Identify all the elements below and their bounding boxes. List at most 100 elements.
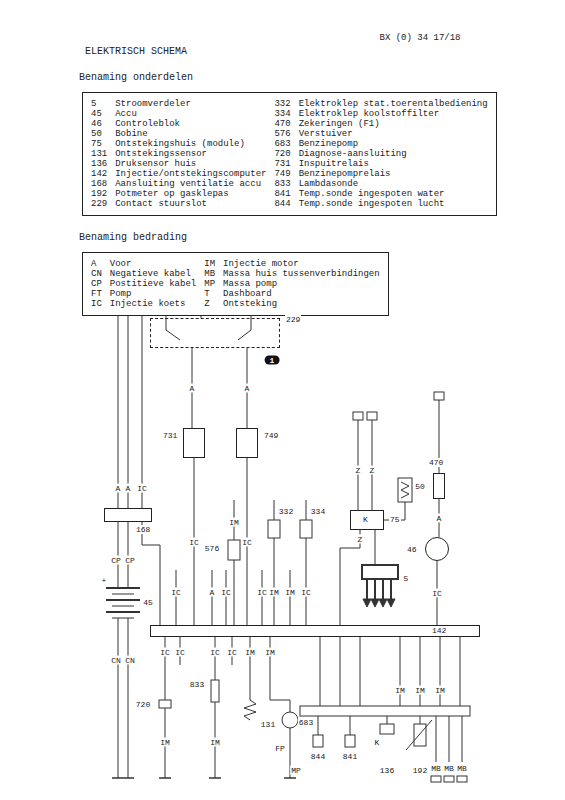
wire-label: IM (244, 648, 256, 657)
part-name: Druksensor huis (115, 159, 266, 169)
part-name: Potmeter op gasklepas (115, 189, 266, 199)
part-code: 576 (274, 129, 290, 139)
wire-label: Z (357, 535, 364, 544)
part-name: Ontstekingssensor (115, 149, 266, 159)
wire-label: MB (443, 764, 455, 773)
wire-label: IM (228, 518, 240, 527)
legend-table: Benaming onderdelen5Stroomverdeler332Ele… (82, 92, 497, 216)
wire-label: IC (256, 588, 268, 597)
callout-number: 46 (406, 545, 418, 554)
part-code: 334 (274, 109, 290, 119)
callout-number: K (362, 515, 369, 524)
fuse-box: 470 (433, 473, 445, 499)
callout-number: 75 (389, 515, 401, 524)
part-name: Elektroklep koolstoffilter (299, 109, 488, 119)
part-name: Injectie motor (223, 259, 380, 269)
part-name: Massa huis tussenverbindingen (223, 269, 380, 279)
part-code: 75 (91, 139, 107, 149)
callout-number: 168 (135, 525, 151, 534)
callout-number: 749 (263, 431, 279, 440)
module-box: K75 (350, 510, 384, 530)
part-code: MP (204, 279, 215, 289)
part-code: 45 (91, 109, 107, 119)
wire-label: 136 (379, 766, 395, 775)
wire-label: 833 (189, 680, 205, 689)
table-heading: Benaming onderdelen (79, 73, 193, 83)
callout-number: 142 (431, 626, 447, 635)
part-name: Benzinepomprelais (299, 169, 488, 179)
part-name: Stroomverdeler (115, 99, 266, 109)
table-heading: Benaming bedrading (79, 233, 187, 243)
part-code: T (204, 289, 215, 299)
wire-label: A (209, 588, 216, 597)
wire-label: IC (209, 648, 221, 657)
page-title: ELEKTRISCH SCHEMA (85, 46, 187, 57)
wire-label: A (115, 484, 122, 493)
wire-label: K (374, 738, 381, 747)
part-code: 192 (91, 189, 107, 199)
wire-label: IC (159, 648, 171, 657)
part-name: Pomp (110, 289, 196, 299)
part-code: 46 (91, 119, 107, 129)
part-name: Diagnose-aansluiting (299, 149, 488, 159)
wire-label: IM (284, 588, 296, 597)
part-name: Injectie/ontstekingscomputer (115, 169, 266, 179)
wire-label: CP (124, 556, 136, 565)
wire-label: 131 (260, 720, 276, 729)
wire-label: IC (226, 648, 238, 657)
part-code: A (91, 259, 102, 269)
callout-number: 229 (285, 315, 301, 324)
part-name: Lambdasonde (299, 179, 488, 189)
motor-circle: 46 (425, 537, 449, 561)
wire-label: CN (124, 656, 136, 665)
part-name: Dashboard (223, 289, 380, 299)
part-code: 841 (274, 189, 290, 199)
part-code: 683 (274, 139, 290, 149)
wire-label: IM (434, 686, 446, 695)
part-name: Benzinepomp (299, 139, 488, 149)
part-code: 470 (274, 119, 290, 129)
switch-box: 229 (150, 318, 280, 348)
wire-label: IC (241, 537, 253, 546)
wire-label: 1 (265, 356, 280, 365)
wire-label: 844 (310, 752, 326, 761)
part-code: 749 (274, 169, 290, 179)
part-name: Voor (110, 259, 196, 269)
part-name: Verstuiver (299, 129, 488, 139)
wire-label: CP (110, 556, 122, 565)
wire-label: IM (394, 686, 406, 695)
part-code: CP (91, 279, 102, 289)
wire-label: A (125, 484, 132, 493)
part-name: Elektroklep stat.toerentalbediening (299, 99, 488, 109)
wire-label: IC (136, 484, 148, 493)
wire-label: IC (170, 588, 182, 597)
wire-label: MB (430, 764, 442, 773)
part-code: 720 (274, 149, 290, 159)
wire-label: 683 (298, 718, 314, 727)
wire-label: IC (431, 589, 443, 598)
wire-label: MB (456, 764, 468, 773)
part-code: FT (91, 289, 102, 299)
wire-label: IC (188, 537, 200, 546)
part-name: Temp.sonde ingespoten lucht (299, 199, 488, 209)
wire-label: IC (174, 648, 186, 657)
connector-block: 168 (104, 508, 152, 522)
part-code: 50 (91, 129, 107, 139)
wire-label: Z (369, 466, 376, 475)
part-name: Injectie koets (110, 299, 196, 309)
wire-label: 334 (310, 507, 326, 516)
wire-label: FP (274, 744, 286, 753)
wire-label: IM (268, 588, 280, 597)
part-name: Ontstekingshuis (module) (115, 139, 266, 149)
part-name: Contact stuurslot (115, 199, 266, 209)
part-code: 332 (274, 99, 290, 109)
wire-label: CN (110, 656, 122, 665)
wire-label: Z (355, 466, 362, 475)
wire-label: IC (300, 588, 312, 597)
wire-label: 720 (135, 700, 151, 709)
computer-bar: 142 (150, 625, 480, 637)
part-code: 229 (91, 199, 107, 209)
part-code: 136 (91, 159, 107, 169)
wire-label: A (189, 384, 196, 393)
